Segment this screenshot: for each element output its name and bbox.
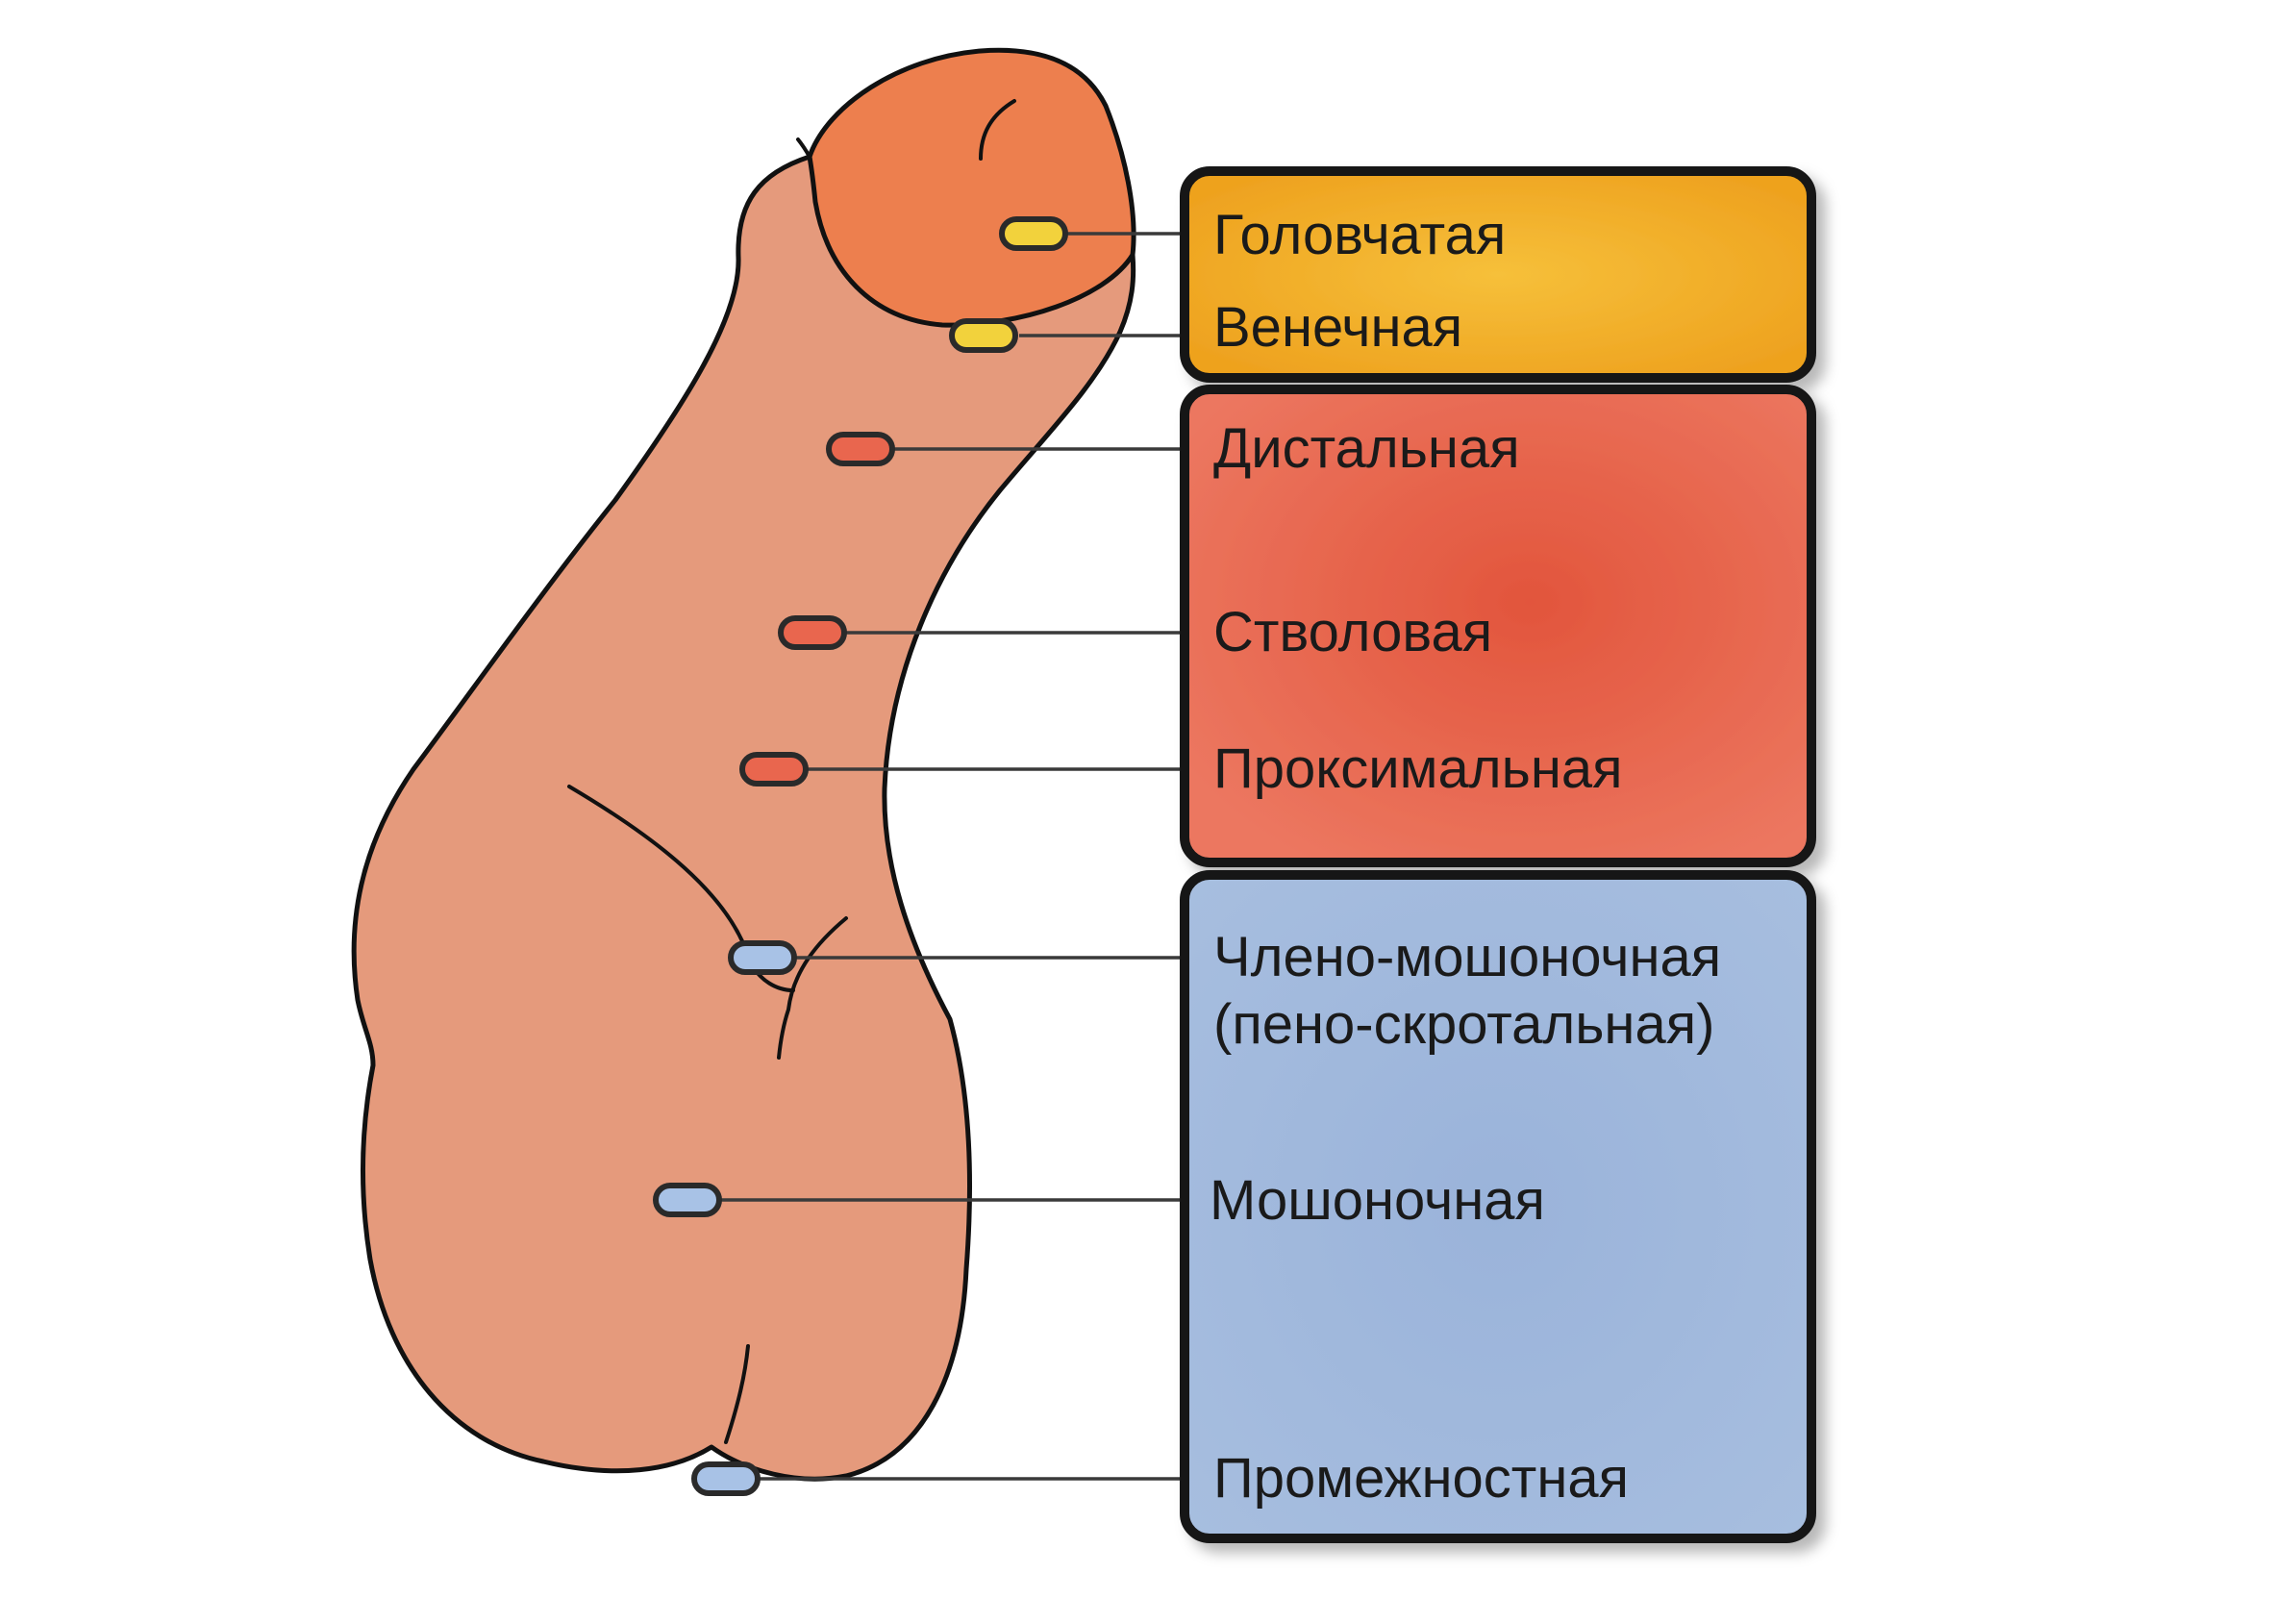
meatus-markers xyxy=(653,216,1068,1496)
label-coronal: Венечная xyxy=(1213,296,1462,359)
marker-perineal xyxy=(691,1461,761,1496)
label-midshaft: Стволовая xyxy=(1213,601,1492,663)
marker-proximal xyxy=(739,752,809,787)
glans-rim-line xyxy=(796,137,811,159)
leader-lines xyxy=(711,232,1181,1481)
label-distal: Дистальная xyxy=(1213,417,1520,480)
label-proximal: Проксимальная xyxy=(1213,737,1623,800)
label-scrotal: Мошоночная xyxy=(1210,1169,1545,1232)
marker-penoscrotal xyxy=(728,940,797,975)
glans xyxy=(807,47,1136,328)
glans-meatus-line xyxy=(979,99,1016,161)
scrotal-raphe xyxy=(724,1344,750,1444)
marker-distal xyxy=(826,432,895,466)
marker-coronal xyxy=(949,318,1018,353)
panel-glandular-coronal xyxy=(1180,166,1816,383)
panel-scrotal-perineal xyxy=(1180,870,1816,1543)
classification-labels: Головчатая Венечная Дистальная Стволовая… xyxy=(1210,204,1721,1510)
marker-scrotal xyxy=(653,1183,722,1217)
marker-glandular xyxy=(999,216,1068,251)
scrotal-crease-upper xyxy=(567,785,795,992)
scrotal-crease-lower xyxy=(777,916,848,1060)
panel-penile xyxy=(1180,385,1816,867)
classification-panels xyxy=(1180,166,1816,1543)
marker-midshaft xyxy=(778,615,847,650)
label-perineal: Промежностная xyxy=(1213,1447,1629,1510)
body-silhouette xyxy=(351,154,1136,1482)
anatomy-illustration xyxy=(351,47,1136,1482)
label-penoscrotal: Члено-мошоночная xyxy=(1213,926,1721,988)
label-glandular: Головчатая xyxy=(1213,204,1506,266)
label-penoscrotal-alt: (пено-скротальная) xyxy=(1213,993,1714,1056)
